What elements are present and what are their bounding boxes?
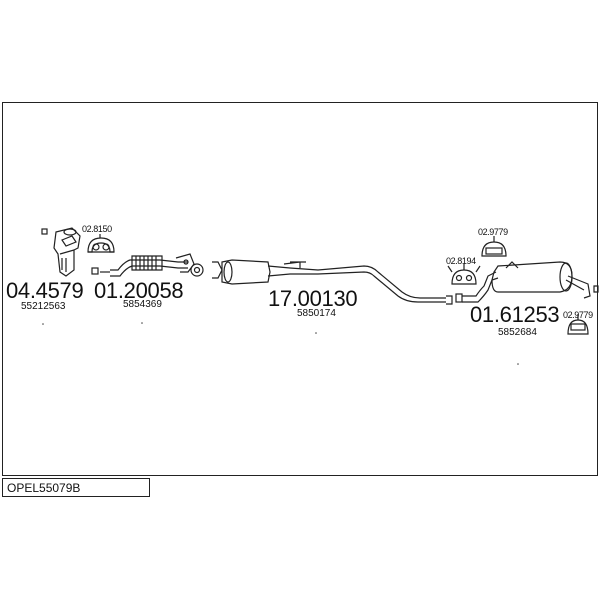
marker-square [41, 228, 48, 235]
clamp-label-rear-top[interactable]: 02.9779 [478, 227, 508, 237]
oem-number-rear-silencer: 5852684 [498, 327, 537, 338]
gasket-ring[interactable] [190, 263, 204, 277]
part-number-middle-silencer[interactable]: 17.00130 [268, 286, 358, 311]
diagram-title-box: OPEL55079B [2, 478, 150, 497]
clamp-label-rear-mid[interactable]: 02.8194 [446, 256, 476, 266]
dot-marker [42, 323, 44, 325]
clamp-label-front[interactable]: 02.8150 [82, 224, 112, 234]
clamp-front-graphic[interactable] [87, 237, 115, 253]
rear-silencer-graphic[interactable] [491, 261, 599, 299]
middle-silencer-graphic[interactable] [221, 259, 453, 305]
oem-number-middle-silencer: 5850174 [297, 308, 336, 319]
gasket-small[interactable] [91, 267, 110, 275]
dot-marker [517, 363, 519, 365]
rear-connector[interactable] [455, 271, 499, 303]
dot-marker [141, 322, 143, 324]
part-number-catalyst[interactable]: 04.4579 [6, 278, 84, 303]
oem-number-front-pipe: 5854369 [123, 299, 162, 310]
clamp-label-rear-end[interactable]: 02.9779 [563, 310, 593, 320]
front-pipe-graphic[interactable] [110, 253, 195, 277]
oem-number-catalyst: 55212563 [21, 301, 66, 312]
dot-marker [315, 332, 317, 334]
part-number-front-pipe[interactable]: 01.20058 [94, 278, 184, 303]
hanger-rear-end-graphic[interactable] [567, 319, 589, 335]
part-number-rear-silencer[interactable]: 01.61253 [470, 302, 560, 327]
diagram-title: OPEL55079B [7, 481, 81, 495]
small-clamp[interactable] [212, 261, 223, 279]
hanger-rear-top-graphic[interactable] [481, 241, 507, 257]
catalytic-converter[interactable] [53, 227, 81, 277]
